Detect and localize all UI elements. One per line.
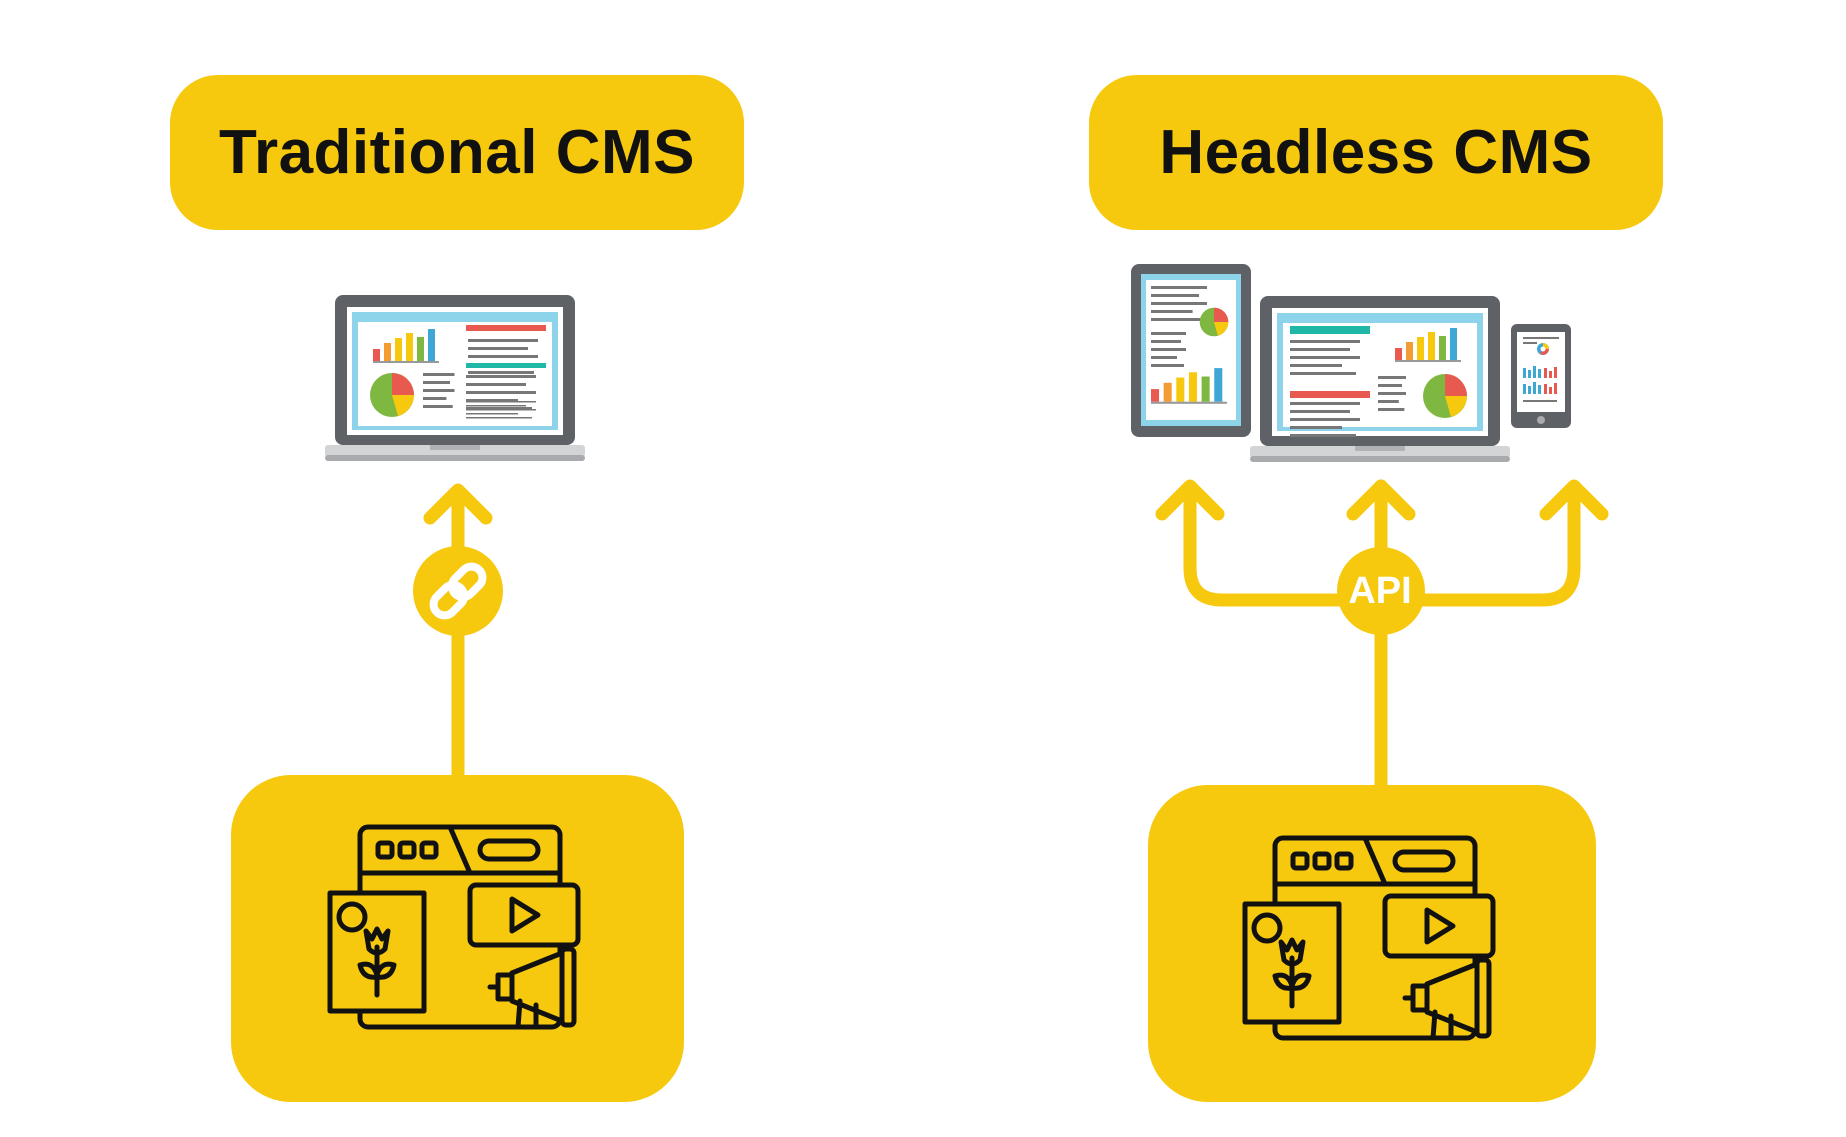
phone-icon (1511, 324, 1571, 428)
traditional-cms-backend (231, 775, 684, 1102)
laptop-icon (325, 295, 585, 461)
api-label: API (1348, 569, 1412, 612)
headless-cms-backend (1148, 785, 1596, 1102)
traditional-cms-title: Traditional CMS (170, 75, 744, 230)
tablet-icon (1131, 264, 1251, 437)
headless-cms-title: Headless CMS (1089, 75, 1663, 230)
headless-connector-lines (1183, 479, 1581, 797)
api-badge (1337, 547, 1425, 635)
link-icon (413, 546, 503, 636)
laptop-icon (1250, 296, 1510, 462)
